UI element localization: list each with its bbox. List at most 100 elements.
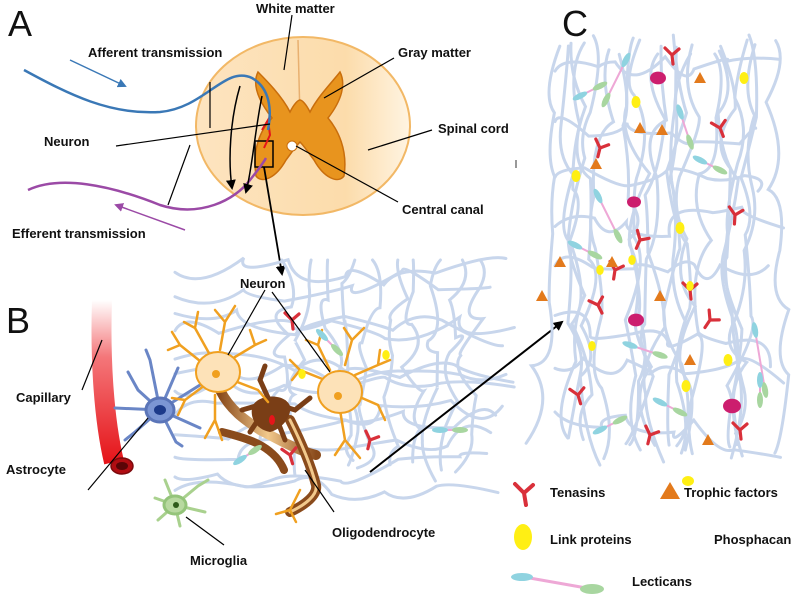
link-protein-molecule bbox=[628, 255, 636, 265]
tenasin-molecule bbox=[587, 295, 605, 315]
ecm-fiber bbox=[438, 258, 468, 472]
panel-c: C Tenasins Trophic factors Link proteins… bbox=[511, 3, 791, 594]
panel-letter-a: A bbox=[8, 3, 32, 44]
ecm-fiber bbox=[623, 36, 657, 447]
panel-b: B bbox=[6, 256, 564, 568]
label-neuron-b: Neuron bbox=[240, 276, 286, 291]
label-oligodendrocyte: Oligodendrocyte bbox=[332, 525, 435, 540]
legend-trophic-icon bbox=[660, 482, 680, 499]
lectican-molecule bbox=[756, 372, 764, 408]
tenasin-molecule bbox=[644, 424, 661, 446]
efferent-nerve bbox=[27, 157, 268, 211]
lectican-molecule bbox=[751, 322, 769, 398]
ecm-fiber bbox=[623, 38, 647, 452]
label-efferent: Efferent transmission bbox=[12, 226, 146, 241]
ecm-fiber bbox=[454, 258, 487, 474]
ecm-fiber bbox=[674, 43, 701, 452]
ecm-molecules-b bbox=[233, 311, 468, 466]
leader-astrocyte bbox=[87, 417, 149, 491]
label-spinal-cord: Spinal cord bbox=[438, 121, 509, 136]
link-protein-molecule bbox=[675, 222, 685, 234]
link-protein-molecule bbox=[681, 380, 691, 392]
link-protein-molecule bbox=[596, 265, 604, 275]
neuron-cell-left bbox=[166, 304, 270, 442]
trophic-factor-molecule bbox=[554, 256, 566, 267]
label-white-matter: White matter bbox=[256, 1, 335, 16]
ecm-fiber bbox=[559, 34, 600, 440]
phosphacan-molecule bbox=[627, 196, 641, 208]
panel-letter-c: C bbox=[562, 3, 588, 44]
ecm-fiber bbox=[553, 116, 758, 146]
lectican-molecule bbox=[592, 415, 628, 435]
trophic-factor-molecule bbox=[654, 290, 666, 301]
lectican-molecule bbox=[601, 52, 631, 108]
label-capillary: Capillary bbox=[16, 390, 72, 405]
leader-white-matter bbox=[283, 14, 293, 71]
tenasin-molecule bbox=[709, 118, 727, 139]
ecm-fiber bbox=[666, 52, 693, 447]
link-protein-molecule bbox=[723, 354, 733, 366]
leader-spinal-cord bbox=[367, 129, 433, 151]
leader-neuron-a bbox=[115, 123, 271, 147]
lectican-molecule bbox=[315, 328, 344, 357]
zoom-arrow-b-to-c bbox=[369, 320, 564, 473]
link-protein-molecule bbox=[739, 72, 749, 84]
ecm-fiber bbox=[173, 472, 500, 501]
ecm-fiber bbox=[524, 44, 562, 445]
tenasin-molecule bbox=[727, 205, 745, 226]
lectican-molecule bbox=[432, 427, 468, 433]
leader-central-canal bbox=[295, 145, 399, 203]
tenasin-molecule bbox=[280, 446, 298, 466]
legend-small-link-icon bbox=[682, 476, 694, 486]
tenasin-molecule bbox=[703, 308, 721, 330]
central-canal-region bbox=[286, 140, 298, 152]
legend-lecticans: Lecticans bbox=[632, 574, 692, 589]
capillary-vessel bbox=[91, 299, 134, 475]
label-afferent: Afferent transmission bbox=[88, 45, 222, 60]
tenasin-molecule bbox=[731, 421, 749, 441]
ecm-molecules-c bbox=[536, 46, 769, 446]
efferent-arrow bbox=[114, 203, 186, 231]
ecm-fiber bbox=[723, 38, 749, 435]
lectican-molecule bbox=[593, 188, 623, 244]
microglia-cell bbox=[153, 478, 210, 528]
link-protein-molecule bbox=[686, 281, 694, 291]
lectican-molecule bbox=[622, 341, 668, 359]
legend-link-proteins: Link proteins bbox=[550, 532, 632, 547]
ecm-fiber bbox=[173, 451, 489, 492]
link-protein-molecule bbox=[298, 369, 306, 379]
leader-neuron-b-right bbox=[271, 291, 331, 373]
panel-a: A White matter Gray ma bbox=[8, 1, 509, 276]
ecm-fiber bbox=[553, 356, 786, 385]
leader-microglia bbox=[185, 516, 225, 546]
legend-phosphacan: Phosphacan bbox=[714, 532, 791, 547]
leader-capillary bbox=[81, 339, 103, 391]
ecm-fiber bbox=[553, 166, 764, 193]
ecm-fiber bbox=[725, 33, 759, 447]
phosphacan-molecule bbox=[628, 313, 644, 327]
astrocyte-cell bbox=[113, 348, 202, 448]
legend-trophic-factors: Trophic factors bbox=[684, 485, 778, 500]
neuron-cell-right bbox=[274, 326, 392, 524]
ecm-fiber bbox=[572, 41, 602, 467]
leader-gray-matter bbox=[323, 57, 395, 99]
afferent-arrow bbox=[69, 59, 127, 88]
lectican-molecule bbox=[572, 81, 608, 101]
trophic-factor-molecule bbox=[606, 256, 618, 267]
lectican-molecule bbox=[652, 397, 688, 417]
label-astrocyte: Astrocyte bbox=[6, 462, 66, 477]
link-protein-molecule bbox=[382, 350, 390, 360]
signal-arrow-down bbox=[225, 85, 241, 190]
spinal-cord-section bbox=[195, 36, 411, 216]
legend-lectican-icon bbox=[511, 573, 604, 594]
legend: Tenasins Trophic factors Link proteins P… bbox=[511, 476, 791, 594]
ecm-fiber bbox=[173, 313, 516, 342]
lectican-molecule bbox=[692, 155, 728, 175]
link-protein-molecule bbox=[571, 170, 581, 182]
trophic-factor-molecule bbox=[634, 122, 646, 133]
link-protein-molecule bbox=[588, 341, 596, 351]
phosphacan-molecule bbox=[650, 71, 666, 85]
ecm-fiber bbox=[338, 258, 357, 462]
tenasin-molecule bbox=[568, 386, 586, 406]
